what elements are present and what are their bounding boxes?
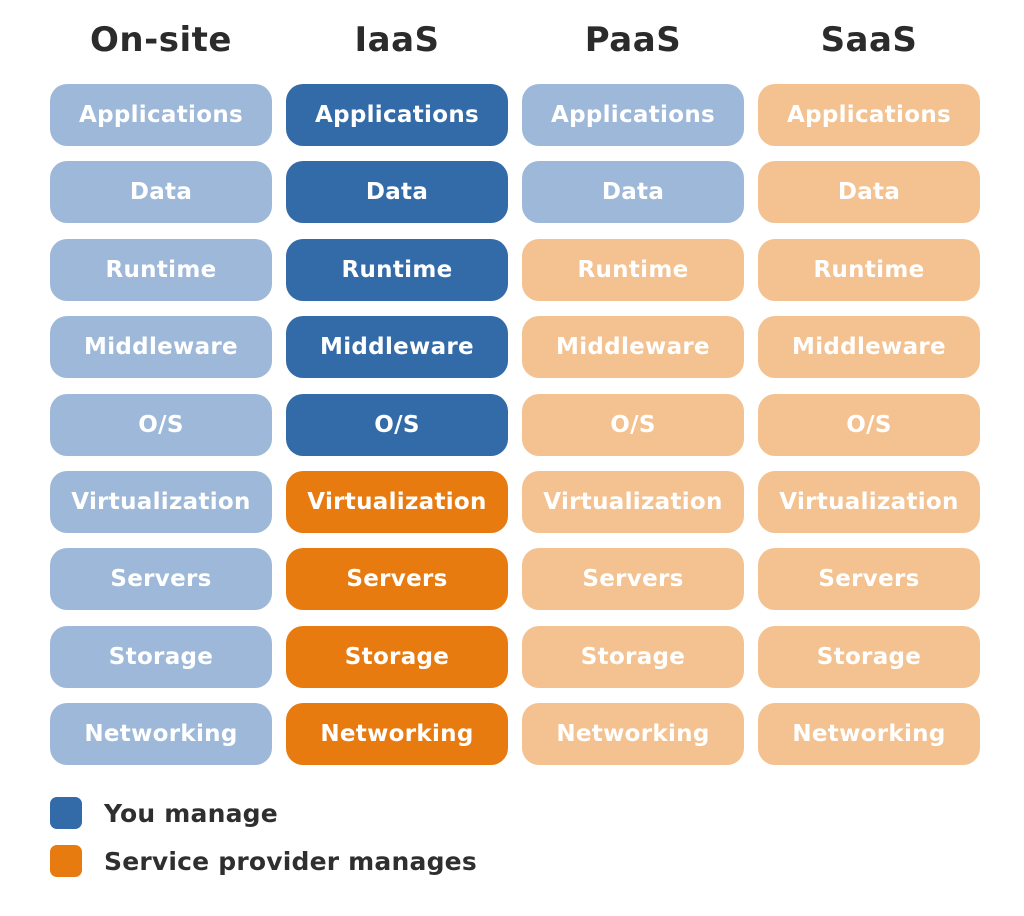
- layer-applications: Applications: [50, 84, 272, 146]
- layer-data: Data: [522, 161, 744, 224]
- layer-storage: Storage: [286, 625, 508, 688]
- column-saas: SaaS Applications Data Runtime Middlewar…: [758, 0, 980, 781]
- column-on-site: On-site Applications Data Runtime Middle…: [50, 0, 272, 781]
- column-title: On-site: [90, 20, 232, 60]
- layer-applications: Applications: [286, 84, 508, 146]
- layer-virtualization: Virtualization: [522, 470, 744, 533]
- layer-networking: Networking: [50, 703, 272, 766]
- layer-os: O/S: [758, 393, 980, 456]
- layer-os: O/S: [286, 393, 508, 456]
- layer-virtualization: Virtualization: [758, 470, 980, 533]
- layer-data: Data: [50, 161, 272, 224]
- legend-label: Service provider manages: [104, 846, 477, 876]
- layer-servers: Servers: [286, 548, 508, 611]
- layer-networking: Networking: [522, 703, 744, 766]
- layer-servers: Servers: [758, 548, 980, 611]
- layer-os: O/S: [522, 393, 744, 456]
- column-paas: PaaS Applications Data Runtime Middlewar…: [522, 0, 744, 781]
- layer-middleware: Middleware: [50, 316, 272, 379]
- layer-networking: Networking: [286, 703, 508, 766]
- legend-item-you-manage: You manage: [50, 796, 477, 830]
- layer-servers: Servers: [50, 548, 272, 611]
- layer-networking: Networking: [758, 703, 980, 766]
- layer-storage: Storage: [522, 625, 744, 688]
- layer-storage: Storage: [758, 625, 980, 688]
- layer-runtime: Runtime: [758, 238, 980, 301]
- layer-virtualization: Virtualization: [50, 470, 272, 533]
- layer-middleware: Middleware: [286, 316, 508, 379]
- layer-data: Data: [758, 161, 980, 224]
- layer-applications: Applications: [758, 84, 980, 146]
- layer-virtualization: Virtualization: [286, 470, 508, 533]
- column-title: IaaS: [354, 20, 440, 60]
- layer-storage: Storage: [50, 625, 272, 688]
- layer-middleware: Middleware: [758, 316, 980, 379]
- layer-applications: Applications: [522, 84, 744, 146]
- layer-runtime: Runtime: [50, 238, 272, 301]
- column-title: PaaS: [584, 20, 682, 60]
- column-iaas: IaaS Applications Data Runtime Middlewar…: [286, 0, 508, 781]
- layer-runtime: Runtime: [522, 238, 744, 301]
- layer-os: O/S: [50, 393, 272, 456]
- legend-swatch: [50, 845, 82, 877]
- legend-label: You manage: [104, 798, 278, 828]
- layer-servers: Servers: [522, 548, 744, 611]
- column-title: SaaS: [820, 20, 918, 60]
- layer-middleware: Middleware: [522, 316, 744, 379]
- layer-data: Data: [286, 161, 508, 224]
- layer-runtime: Runtime: [286, 238, 508, 301]
- legend: You manage Service provider manages: [50, 796, 477, 892]
- legend-item-provider-manages: Service provider manages: [50, 844, 477, 878]
- legend-swatch: [50, 797, 82, 829]
